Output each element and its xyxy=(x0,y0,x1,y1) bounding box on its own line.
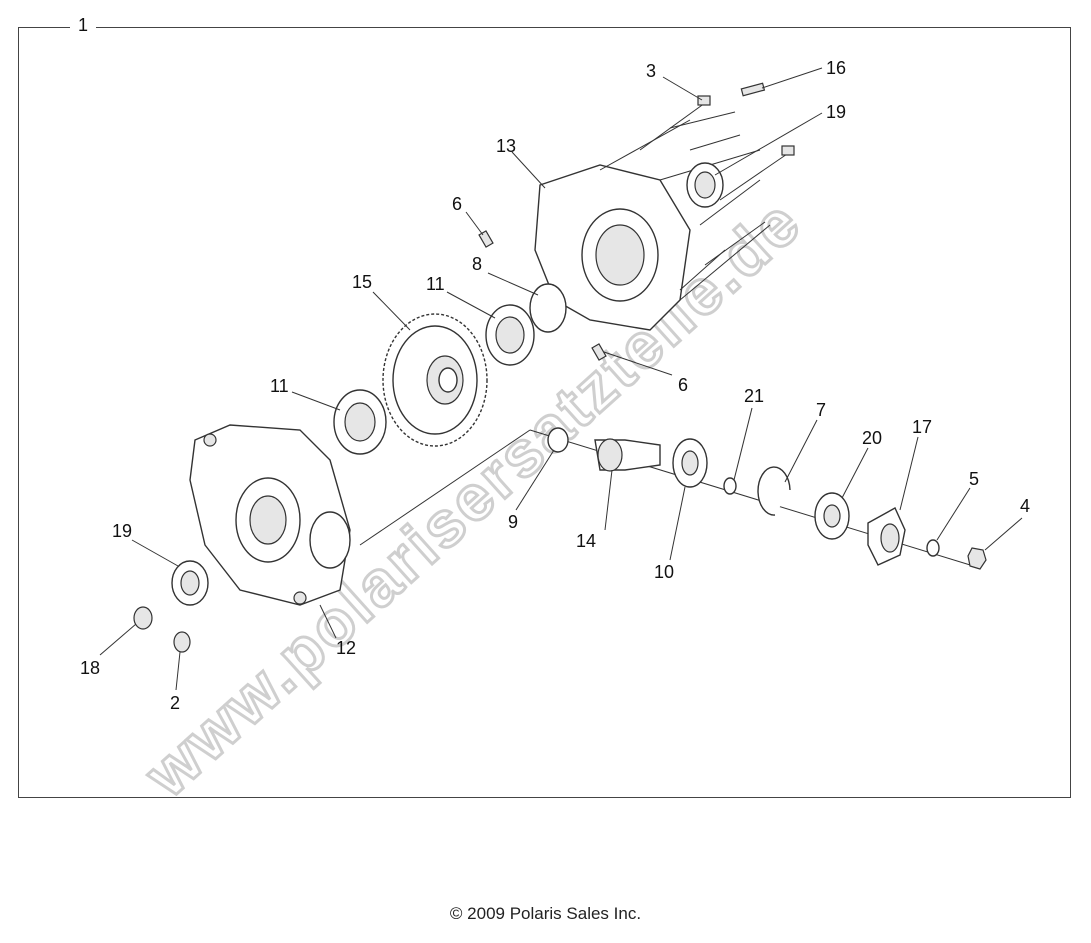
callout-11-bottom: 11 xyxy=(270,376,289,396)
output-seal xyxy=(814,492,850,540)
drain-plug-18 xyxy=(133,606,153,630)
callout-9: 9 xyxy=(508,512,518,532)
callout-19-bottom: 19 xyxy=(112,521,132,541)
vent-fitting xyxy=(740,82,766,97)
pinion-bearing xyxy=(672,438,708,488)
upper-seal xyxy=(686,162,724,208)
callout-2: 2 xyxy=(170,693,180,713)
needle-bearing xyxy=(547,427,569,453)
housing-bolts xyxy=(639,95,795,291)
callout-3: 3 xyxy=(646,61,656,81)
callout-17: 17 xyxy=(912,417,932,437)
fill-plug-2 xyxy=(173,631,191,653)
callout-8: 8 xyxy=(472,254,482,274)
callout-20: 20 xyxy=(862,428,882,448)
callout-11-top: 11 xyxy=(426,274,445,294)
callout-numbers: 3 16 19 13 6 8 11 15 6 11 21 7 20 17 5 4… xyxy=(80,58,1030,713)
copyright-notice: © 2009 Polaris Sales Inc. xyxy=(449,904,642,923)
callout-18: 18 xyxy=(80,658,100,678)
callout-14: 14 xyxy=(576,531,596,551)
callout-13: 13 xyxy=(496,136,516,156)
callout-6-top: 6 xyxy=(452,194,462,214)
pinion-shaft xyxy=(594,438,661,472)
ring-gear xyxy=(382,313,488,447)
callout-7: 7 xyxy=(816,400,826,420)
bearing-lower xyxy=(333,389,387,455)
small-ring xyxy=(723,477,737,495)
callout-6-bottom: 6 xyxy=(678,375,688,395)
lower-housing xyxy=(189,424,351,606)
callout-21: 21 xyxy=(744,386,764,406)
washer xyxy=(926,539,940,557)
callout-10: 10 xyxy=(654,562,674,582)
o-ring xyxy=(529,283,567,333)
callout-16: 16 xyxy=(826,58,846,78)
callout-15: 15 xyxy=(352,272,372,292)
callout-4: 4 xyxy=(1020,496,1030,516)
callout-leaders xyxy=(99,67,1023,691)
pinion-nut xyxy=(967,547,987,570)
assembly-number-label: 1 xyxy=(70,15,97,36)
callout-19-top: 19 xyxy=(826,102,846,122)
snap-ring xyxy=(757,466,791,516)
upper-housing-cover xyxy=(534,119,771,331)
lower-seal xyxy=(171,560,209,606)
diagram-frame xyxy=(18,27,1071,798)
callout-5: 5 xyxy=(969,469,979,489)
output-flange xyxy=(867,507,906,566)
callout-12: 12 xyxy=(336,638,356,658)
bearing-upper xyxy=(485,304,535,366)
